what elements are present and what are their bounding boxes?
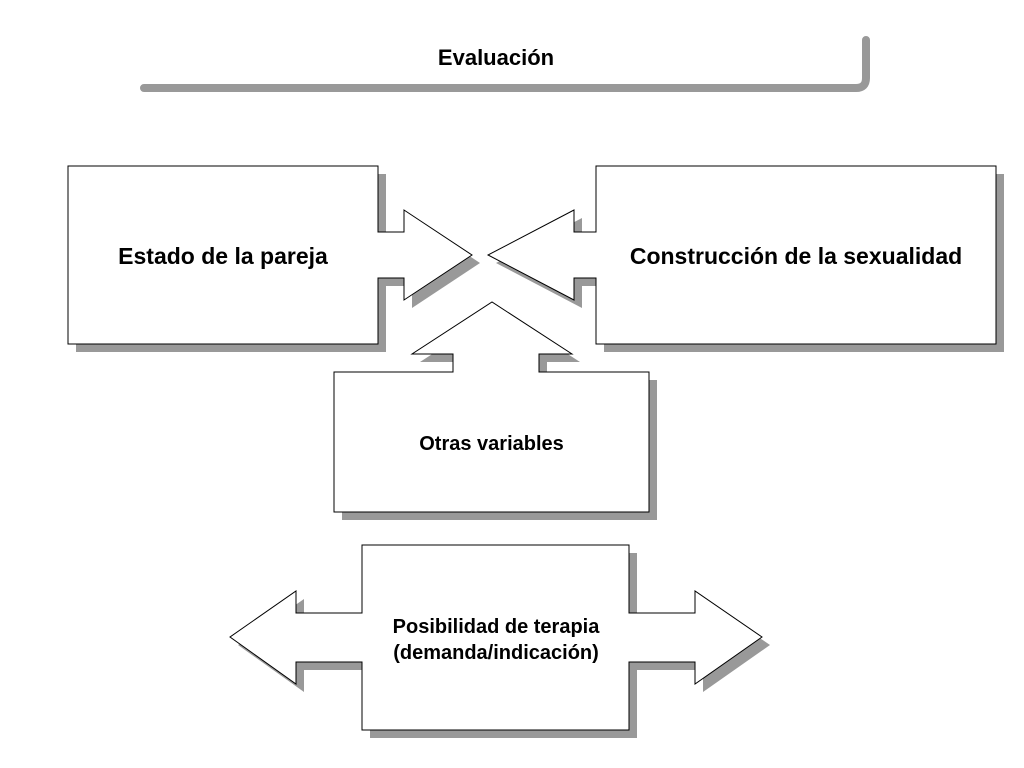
otras-text: Otras variables bbox=[419, 432, 564, 455]
otras-label: Otras variables bbox=[334, 428, 649, 460]
estado-box bbox=[67, 165, 473, 345]
diagram-title: Evaluación bbox=[437, 45, 555, 70]
title-banner bbox=[140, 36, 870, 92]
posibilidad-line2: (demanda/indicación) bbox=[393, 642, 599, 664]
otras-box bbox=[333, 301, 650, 513]
estado-label: Estado de la pareja bbox=[68, 236, 378, 276]
construccion-label: Construcción de la sexualidad bbox=[596, 236, 996, 276]
estado-text: Estado de la pareja bbox=[118, 242, 328, 269]
posibilidad-box bbox=[229, 544, 763, 731]
construccion-text: Construcción de la sexualidad bbox=[629, 242, 963, 269]
posibilidad-label: Posibilidad de terapia (demanda/indicaci… bbox=[362, 608, 630, 672]
shape-layer bbox=[67, 165, 997, 731]
construccion-box bbox=[486, 165, 997, 345]
posibilidad-line1: Posibilidad de terapia bbox=[392, 616, 600, 638]
